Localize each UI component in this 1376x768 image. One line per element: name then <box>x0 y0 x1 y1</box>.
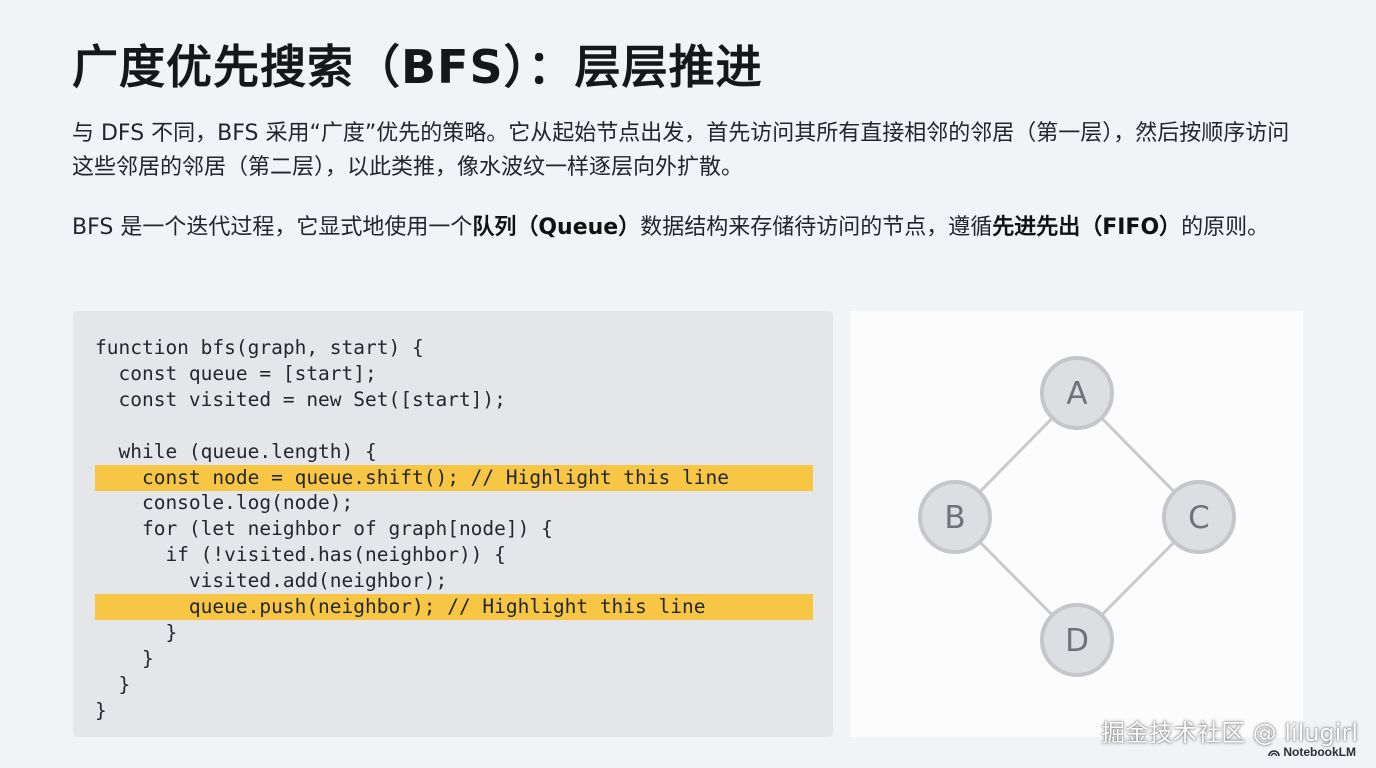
graph-svg: A B C D <box>918 356 1236 677</box>
queue-term: 队列（Queue） <box>472 215 641 240</box>
code-line: while (queue.length) { <box>95 439 377 463</box>
notebooklm-logo-icon <box>1268 749 1281 756</box>
graph-node-label-c: C <box>1188 500 1210 536</box>
fifo-term: 先进先出（FIFO） <box>992 215 1182 240</box>
brand-footer: NotebookLM <box>1268 745 1356 759</box>
queue-paragraph-text-2: 数据结构来存储待访问的节点，遵循 <box>640 215 993 240</box>
code-line: } <box>95 646 154 670</box>
queue-paragraph-text-1: BFS 是一个迭代过程，它显式地使用一个 <box>72 215 473 240</box>
code-line: if (!visited.has(neighbor)) { <box>95 543 506 567</box>
slide-title: 广度优先搜索（BFS）：层层推进 <box>72 40 763 94</box>
intro-paragraph: 与 DFS 不同，BFS 采用“广度”优先的策略。它从起始节点出发，首先访问其所… <box>72 121 1290 180</box>
code-line: function bfs(graph, start) { <box>95 336 424 359</box>
code-line-highlighted: const node = queue.shift(); // Highlight… <box>95 464 813 491</box>
graph-node-c <box>1162 480 1236 554</box>
code-line: for (let neighbor of graph[node]) { <box>95 517 553 541</box>
code-line: } <box>95 620 178 644</box>
graph-diagram: A B C D <box>850 311 1303 737</box>
watermark: 掘金技术社区 @ lilugirl <box>1101 719 1358 747</box>
code-line: console.log(node); <box>95 491 354 515</box>
code-line: const visited = new Set([start]); <box>95 387 506 411</box>
code-line: } <box>95 672 131 696</box>
graph-node-label-d: D <box>1065 623 1089 659</box>
queue-paragraph: BFS 是一个迭代过程，它显式地使用一个队列（Queue）数据结构来存储待访问的… <box>72 211 1292 245</box>
graph-node-label-b: B <box>944 500 965 536</box>
queue-paragraph-text-3: 的原则。 <box>1181 215 1270 240</box>
graph-node-d <box>1040 603 1114 677</box>
code-line-highlighted: queue.push(neighbor); // Highlight this … <box>95 594 813 620</box>
graph-node-b <box>918 480 992 554</box>
brand-label: NotebookLM <box>1283 745 1356 759</box>
code-line: visited.add(neighbor); <box>95 569 448 593</box>
code-line: } <box>95 698 107 722</box>
graph-node-a <box>1040 356 1114 430</box>
code-block: function bfs(graph, start) { const queue… <box>73 311 833 737</box>
code-line: const queue = [start]; <box>95 361 377 385</box>
graph-node-label-a: A <box>1066 376 1087 412</box>
